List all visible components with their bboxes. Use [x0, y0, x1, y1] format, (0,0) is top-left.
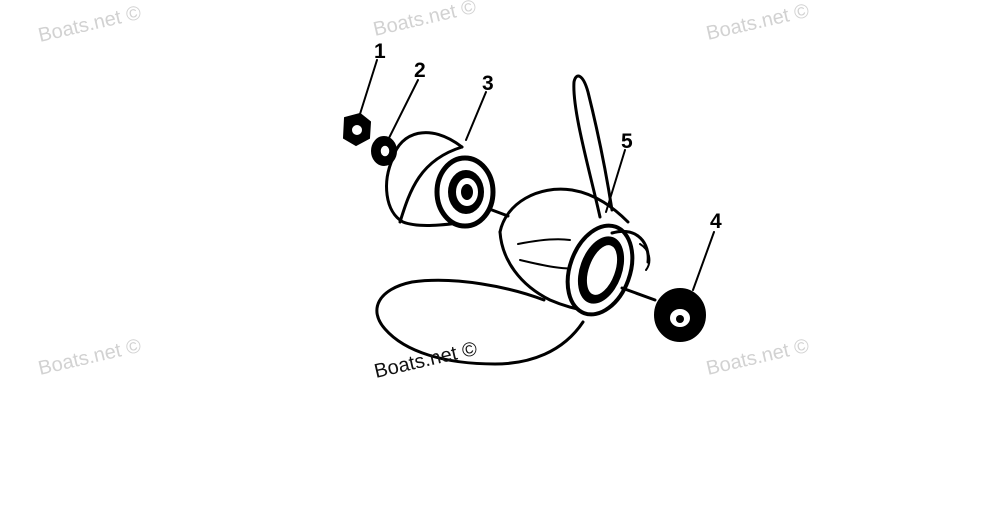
- watermark-top-left: Boats.net ©: [36, 2, 143, 47]
- part-4-washer: [654, 288, 706, 342]
- callout-2: 2: [414, 59, 426, 82]
- watermark-top-center: Boats.net ©: [371, 0, 478, 41]
- callout-3: 3: [482, 72, 494, 95]
- part-5-propeller: [375, 74, 657, 366]
- callout-4: 4: [710, 210, 722, 233]
- watermark-bottom-left: Boats.net ©: [36, 335, 143, 380]
- watermark-bottom-right: Boats.net ©: [704, 335, 811, 380]
- watermark-center: Boats.net ©: [372, 338, 479, 383]
- callout-5: 5: [621, 130, 633, 153]
- callout-1: 1: [374, 40, 386, 63]
- part-1-nut: [342, 112, 372, 147]
- part-2-washer: [371, 136, 397, 166]
- part-3-spacer: [385, 131, 510, 229]
- watermark-top-right: Boats.net ©: [704, 0, 811, 45]
- leader-lines: [359, 59, 715, 291]
- callouts: 1 2 3 5 4: [374, 40, 722, 233]
